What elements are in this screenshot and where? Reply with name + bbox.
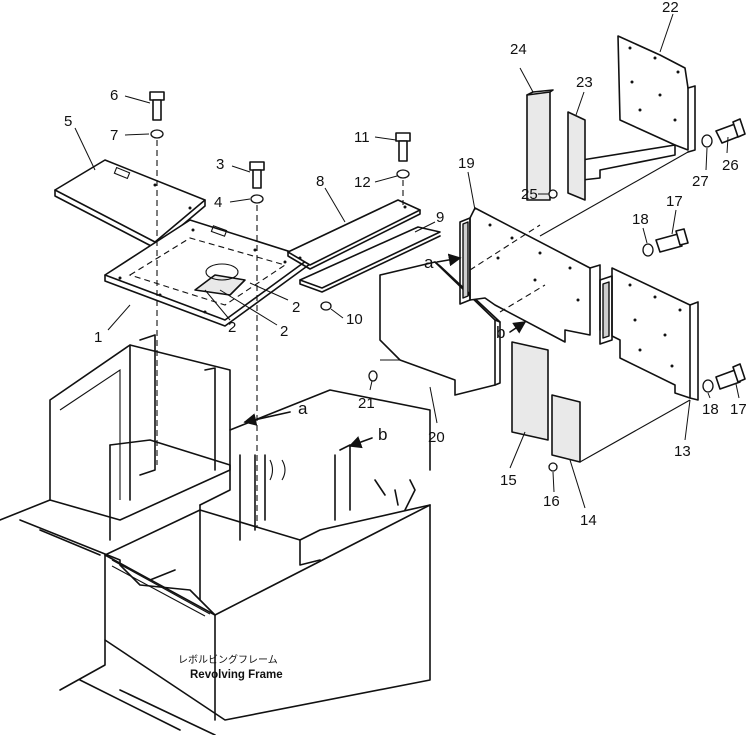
callout-2: 2 (292, 299, 300, 316)
callout-12: 12 (354, 174, 371, 191)
pad-23 (567, 111, 586, 201)
callout-23: 23 (576, 74, 593, 91)
callout-8: 8 (316, 173, 324, 190)
callout-17: 17 (666, 193, 683, 210)
callout-22: 22 (662, 0, 679, 16)
callout-4: 4 (214, 194, 222, 211)
callout-15: 15 (500, 472, 517, 489)
callout-20: 20 (428, 429, 445, 446)
callout-7: 7 (110, 127, 118, 144)
svg-text:Revolving Frame: Revolving Frame (190, 669, 283, 681)
revolving-frame (0, 334, 431, 735)
callout-1: 1 (94, 329, 102, 346)
bracket-frame-19 (459, 207, 601, 343)
washer-21 (368, 370, 378, 382)
callout-numbers: 1 2 2 2 3 4 5 6 7 8 9 10 11 12 13 14 15 … (64, 0, 747, 529)
leader-lines (74, 13, 740, 509)
washer-12 (396, 169, 410, 179)
washer-27 (701, 134, 713, 148)
svg-text:レボルビングフレーム: レボルビングフレーム (178, 653, 278, 666)
view-arrow-a-left: a (243, 399, 308, 426)
bolt-6 (149, 91, 165, 121)
callout-9: 9 (436, 209, 444, 226)
washer-18-lower (702, 379, 714, 393)
washer-16 (548, 462, 558, 472)
side-panel-13 (599, 267, 699, 401)
callout-17: 17 (730, 401, 747, 418)
callout-26: 26 (722, 157, 739, 174)
pad-14 (551, 394, 581, 463)
washer-7 (150, 129, 164, 139)
washer-18-upper (642, 243, 654, 257)
bolt-17-upper (655, 228, 689, 253)
callout-16: 16 (543, 493, 560, 510)
callout-27: 27 (692, 173, 709, 190)
callout-5: 5 (64, 113, 72, 130)
bolt-17-lower (715, 363, 746, 390)
bolt-11 (395, 132, 411, 162)
svg-text:a: a (424, 253, 434, 272)
callout-24: 24 (510, 41, 527, 58)
bolt-3 (249, 161, 265, 189)
side-panel-22 (581, 35, 696, 181)
svg-text:a: a (298, 399, 308, 418)
washer-4 (250, 194, 264, 204)
callout-18: 18 (632, 211, 649, 228)
callout-21: 21 (358, 395, 375, 412)
bolt-26 (715, 118, 746, 144)
washer-25 (548, 189, 558, 199)
callout-14: 14 (580, 512, 597, 529)
main-plate-1 (104, 219, 311, 327)
svg-text:b: b (496, 323, 505, 342)
view-arrow-a-right: a (424, 253, 462, 272)
frame-label: レボルビングフレーム Revolving Frame (178, 653, 283, 681)
svg-text:b: b (378, 425, 387, 444)
callout-11: 11 (354, 129, 370, 146)
plate-8 (287, 199, 421, 270)
callout-13: 13 (674, 443, 691, 460)
callout-6: 6 (110, 87, 118, 104)
pad-24 (526, 89, 554, 201)
callout-2: 2 (228, 319, 236, 336)
view-arrow-b-right: b (496, 321, 527, 342)
callout-18: 18 (702, 401, 719, 418)
callout-2: 2 (280, 323, 288, 340)
callout-19: 19 (458, 155, 475, 172)
callout-25: 25 (521, 186, 538, 203)
callout-10: 10 (346, 311, 363, 328)
strip-9 (299, 226, 441, 293)
pad-15 (511, 341, 549, 441)
callout-3: 3 (216, 156, 224, 173)
view-arrow-b-left: b (348, 425, 387, 449)
washer-10 (320, 301, 332, 311)
